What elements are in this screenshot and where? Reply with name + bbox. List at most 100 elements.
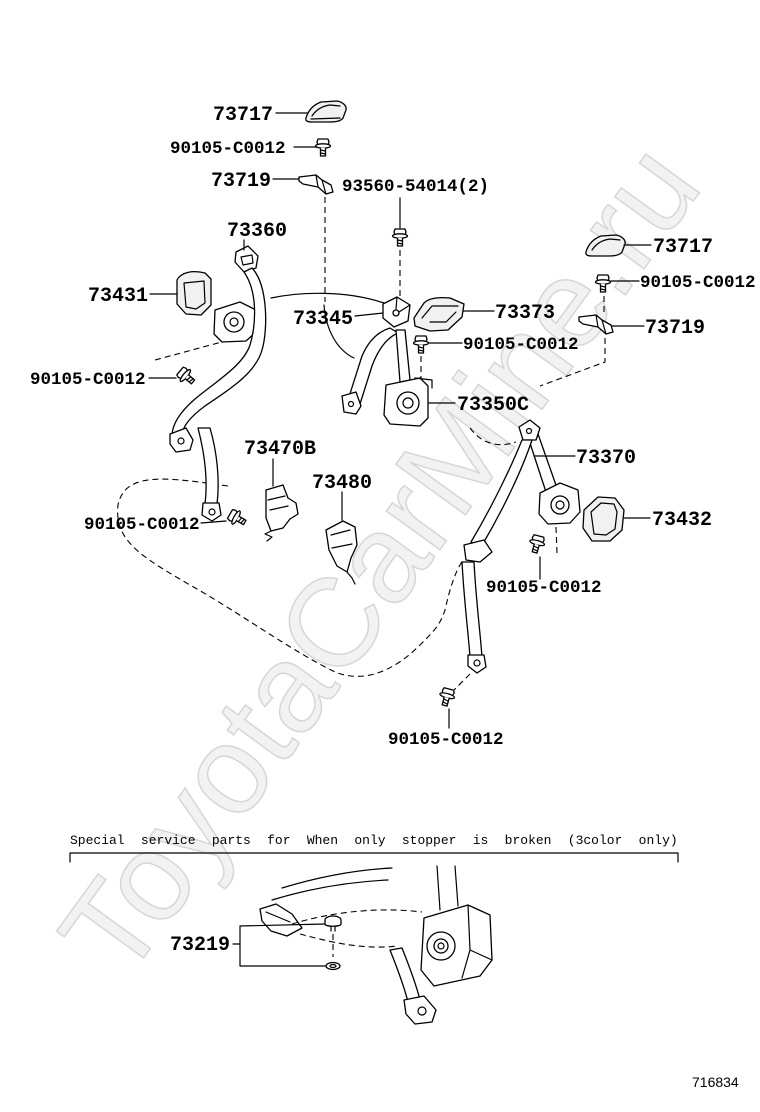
stopper-detail-view (259, 865, 493, 1025)
belt-anchor (403, 995, 437, 1025)
anchor-hole (417, 1006, 427, 1016)
cover-73432 (582, 496, 625, 542)
callout-bolt-upper-right: 90105-C0012 (640, 273, 756, 293)
belt-anchor (201, 502, 222, 522)
retractor-hub (437, 942, 445, 950)
bolt-90105-c0012-center (412, 335, 430, 354)
plate-detail (265, 911, 291, 923)
leader-line (200, 520, 227, 524)
bracket-fold (595, 314, 607, 335)
callout-cover-upper-left: 73717 (213, 104, 273, 127)
anchor-hole (208, 508, 216, 516)
belt-webbing (461, 561, 483, 658)
callout-bolt-bottom: 90105-C0012 (388, 730, 504, 750)
retractor-hub (402, 397, 414, 409)
cover-73717-right (585, 234, 626, 257)
callout-cover-left: 73431 (88, 285, 148, 308)
callout-bolt-left: 90105-C0012 (30, 370, 146, 390)
buckle-cable (264, 530, 273, 542)
belt-webbing-edge (436, 865, 459, 911)
buckle-detail (267, 495, 289, 511)
belt-guide (463, 539, 493, 563)
cover-detail (310, 104, 341, 120)
bracket-73719-right (578, 314, 614, 335)
belt-bracket-plate (259, 903, 303, 937)
retractor-spool (396, 391, 420, 415)
dashed-guide-line (555, 526, 558, 554)
callout-bracket-upper-left: 73719 (211, 170, 271, 193)
callout-bracket (232, 923, 326, 967)
bracket-73345 (382, 296, 411, 328)
seat-belt-73370 (461, 419, 581, 674)
retractor-spool-inner (433, 938, 449, 954)
bolt-93560-54014 (391, 228, 409, 247)
callout-cover-upper-right: 73717 (653, 236, 713, 259)
cover-detail (183, 280, 206, 310)
belt-webbing (197, 427, 219, 505)
callout-bolt-right-lower: 90105-C0012 (486, 578, 602, 598)
callout-buckle-left: 73470B (244, 438, 316, 461)
retractor-hub (555, 500, 565, 510)
dashed-guide-line (291, 909, 423, 925)
cover-detail (591, 238, 621, 251)
section-bracket-line (69, 852, 679, 863)
package-tray-edge (270, 292, 385, 304)
callout-buckle-right: 73480 (312, 472, 372, 495)
bolt-90105-c0012-left-lower (225, 506, 250, 530)
belt-anchor (341, 391, 362, 415)
bolt-90105-c0012-right-lower (526, 533, 547, 556)
cover-detail (421, 305, 459, 323)
callout-belt-right: 73370 (576, 447, 636, 470)
retractor-bracket (414, 377, 433, 389)
bracket-fold (395, 296, 411, 313)
bracket-73719-upper (298, 174, 334, 195)
callout-cover-center: 73373 (495, 302, 555, 325)
retractor-hub (229, 317, 239, 327)
cover-body (305, 100, 347, 123)
retractor-spool (223, 311, 245, 333)
anchor-hole (525, 427, 533, 435)
seat-belt-73360 (169, 245, 267, 522)
seat-outline-dashed (117, 478, 464, 677)
dashed-guide-line (539, 338, 606, 387)
cover-73373 (413, 297, 465, 332)
buckle-body (265, 484, 299, 532)
special-parts-note: Special service parts for When only stop… (70, 833, 678, 848)
stopper-washer-hole (329, 963, 337, 969)
callout-cover-right: 73432 (652, 509, 712, 532)
dashed-guide-line (453, 673, 471, 691)
bolt-90105-c0012-bottom (436, 686, 457, 709)
anchor-hole (177, 437, 185, 445)
belt-anchor (518, 419, 541, 441)
bolt-90105-c0012-left (174, 364, 199, 389)
callout-belt-center: 73350C (457, 394, 529, 417)
buckle-cable (346, 571, 356, 585)
callout-bracket-upper-right: 73719 (645, 317, 705, 340)
anchor-hole (347, 400, 355, 408)
dashed-guide-line (469, 427, 517, 446)
stopper-pin (330, 926, 336, 932)
buckle-detail (330, 529, 353, 549)
cover-detail (590, 502, 618, 536)
retractor-spool (550, 495, 570, 515)
stopper-cap-rim (324, 920, 342, 927)
retractor-body (420, 904, 493, 987)
anchor-hole (473, 659, 481, 667)
stopper-73219 (324, 915, 342, 971)
seat-belt-73350c (341, 327, 433, 427)
buckle-73470b (264, 484, 299, 542)
bracket-hole (392, 309, 400, 317)
retractor-edge (461, 904, 493, 979)
dashed-guide-line (154, 332, 256, 361)
cover-body (413, 297, 465, 332)
belt-webbing (389, 947, 421, 1003)
belt-anchor (467, 654, 487, 674)
belt-guide-slot (240, 254, 254, 266)
callout-bolt-left-lower: 90105-C0012 (84, 515, 200, 535)
callout-stopper-kit: 73219 (170, 934, 230, 957)
cover-73431 (176, 271, 212, 316)
figure-number: 716834 (692, 1074, 739, 1090)
callout-bolt-center: 90105-C0012 (463, 335, 579, 355)
cover-73717-upper (305, 100, 347, 123)
leader-line (354, 312, 384, 317)
